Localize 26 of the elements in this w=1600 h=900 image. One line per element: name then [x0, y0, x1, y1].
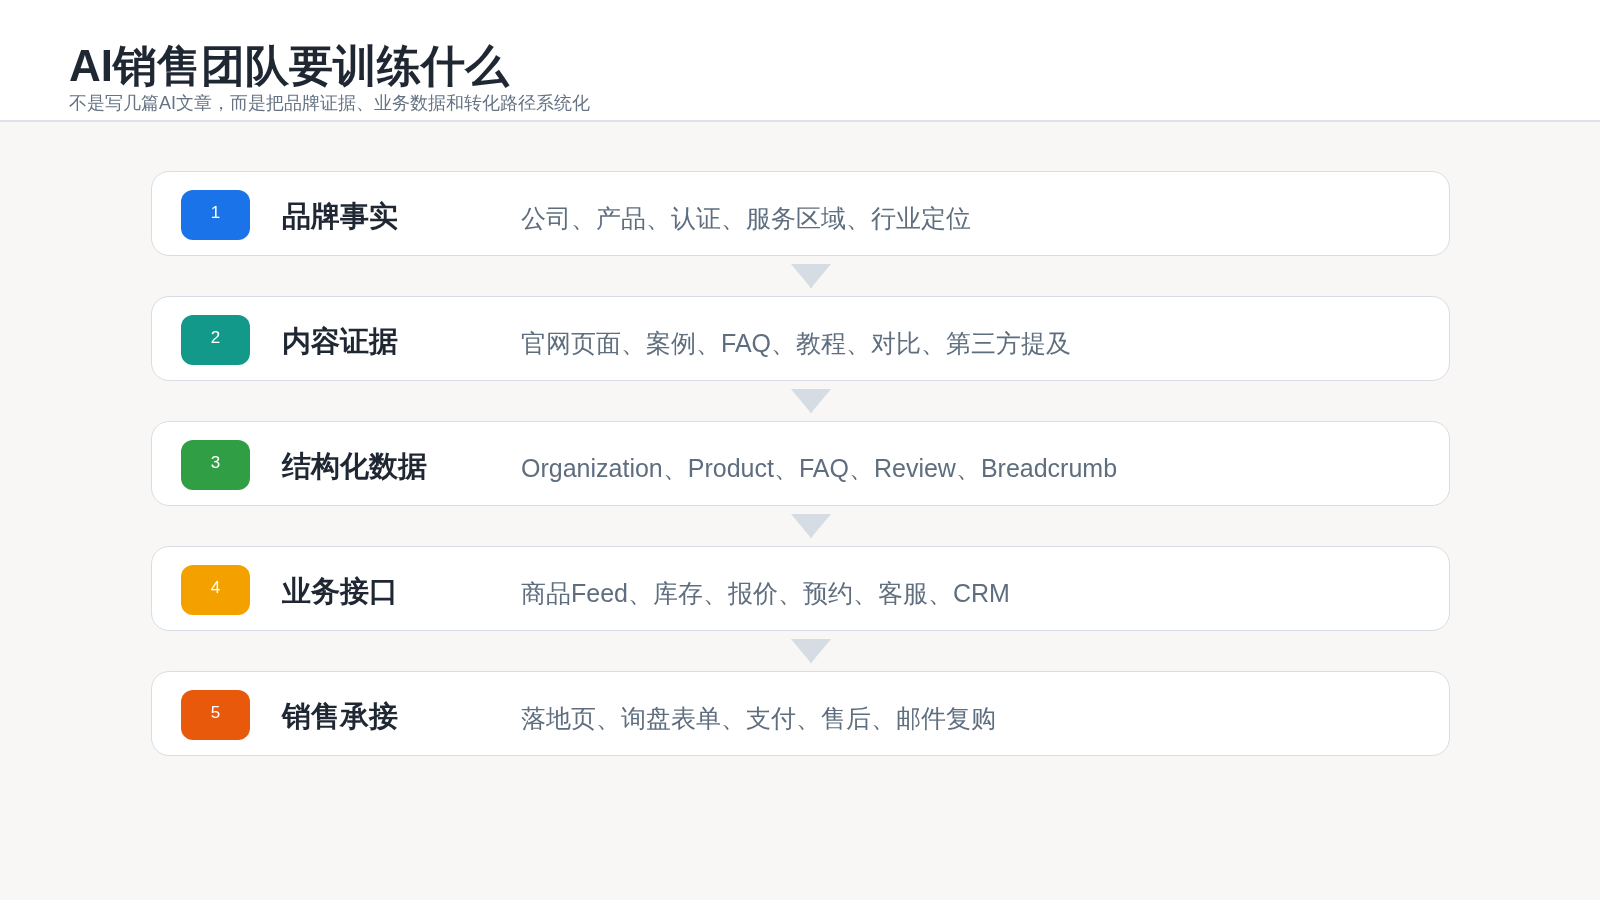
step-description: Organization、Product、FAQ、Review、Breadcrumb	[521, 452, 1118, 484]
step-description: 官网页面、案例、FAQ、教程、对比、第三方提及	[521, 327, 1071, 359]
step-title: 品牌事实	[282, 198, 398, 234]
step-number-badge: 2	[181, 314, 250, 365]
step-card	[151, 421, 1450, 506]
flow-arrow	[791, 513, 831, 539]
step-title: 业务接口	[282, 573, 398, 609]
flow-arrow	[791, 388, 831, 414]
step-card	[151, 296, 1450, 381]
title: AI销售团队要训练什么	[69, 42, 509, 90]
step-title: 内容证据	[282, 323, 398, 359]
step-title: 结构化数据	[282, 448, 427, 484]
step-title: 销售承接	[282, 698, 398, 734]
step-card	[151, 546, 1450, 631]
step-description: 落地页、询盘表单、支付、售后、邮件复购	[521, 702, 996, 734]
step-card	[151, 671, 1450, 756]
step-number-badge: 4	[181, 564, 250, 615]
flow-arrow	[791, 263, 831, 289]
flow-arrow	[791, 638, 831, 664]
step-number-badge: 5	[181, 689, 250, 740]
step-description: 商品Feed、库存、报价、预约、客服、CRM	[521, 577, 1010, 609]
step-description: 公司、产品、认证、服务区域、行业定位	[521, 202, 971, 234]
step-number-badge: 1	[181, 189, 250, 240]
step-card	[151, 171, 1450, 256]
subtitle: 不是写几篇AI文章，而是把品牌证据、业务数据和转化路径系统化	[69, 92, 590, 114]
step-number-badge: 3	[181, 439, 250, 490]
